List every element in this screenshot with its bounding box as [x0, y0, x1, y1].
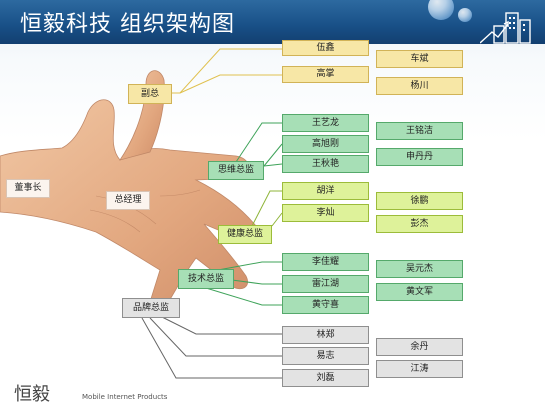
- node-tech-report-3: 黄守喜: [282, 296, 369, 314]
- node-tech-report-2: 雷江湖: [282, 275, 369, 293]
- decorative-bubble-large: [428, 0, 454, 20]
- node-brand-director: 品牌总监: [122, 298, 180, 318]
- node-tech-report-1: 李佳耀: [282, 253, 369, 271]
- node-tech-peer-1: 吴元杰: [376, 260, 463, 278]
- node-health-peer-1: 徐鹏: [376, 192, 463, 210]
- node-brand-report-1: 林郑: [282, 326, 369, 344]
- company-logo: 恒毅: [14, 384, 50, 405]
- node-vp-peer-2: 杨川: [376, 77, 463, 95]
- node-vp-peer-1: 车斌: [376, 50, 463, 68]
- node-tech-director: 技术总监: [178, 269, 234, 289]
- decorative-bubble-small: [458, 8, 472, 22]
- node-brand-peer-1: 余丹: [376, 338, 463, 356]
- node-health-peer-2: 彭杰: [376, 215, 463, 233]
- node-marketing-report-2: 高旭刚: [282, 135, 369, 153]
- node-chairman: 董事长: [6, 179, 50, 198]
- header-bar: 恒毅科技 组织架构图: [0, 0, 545, 44]
- node-general-manager: 总经理: [106, 191, 150, 210]
- city-skyline-icon: [480, 12, 531, 44]
- node-brand-report-3: 刘磊: [282, 369, 369, 387]
- node-vp-report-2: 高掌: [282, 66, 369, 83]
- node-health-director: 健康总监: [218, 225, 272, 244]
- node-marketing-director: 思维总监: [208, 161, 264, 180]
- node-marketing-report-1: 王艺龙: [282, 114, 369, 132]
- node-vp-report-1: 伍鑫: [282, 40, 369, 56]
- node-brand-report-2: 易志: [282, 347, 369, 365]
- node-brand-peer-2: 江涛: [376, 360, 463, 378]
- node-marketing-peer-1: 王铭洁: [376, 122, 463, 140]
- node-marketing-peer-2: 申丹丹: [376, 148, 463, 166]
- footer-tagline: Mobile Internet Products: [82, 393, 168, 401]
- page-title: 恒毅科技 组织架构图: [20, 12, 235, 37]
- node-marketing-report-3: 王秋艳: [282, 155, 369, 173]
- node-tech-peer-2: 黄文军: [376, 283, 463, 301]
- node-vice-president: 副总: [128, 84, 172, 104]
- node-health-report-2: 李灿: [282, 204, 369, 222]
- node-health-report-1: 胡洋: [282, 182, 369, 200]
